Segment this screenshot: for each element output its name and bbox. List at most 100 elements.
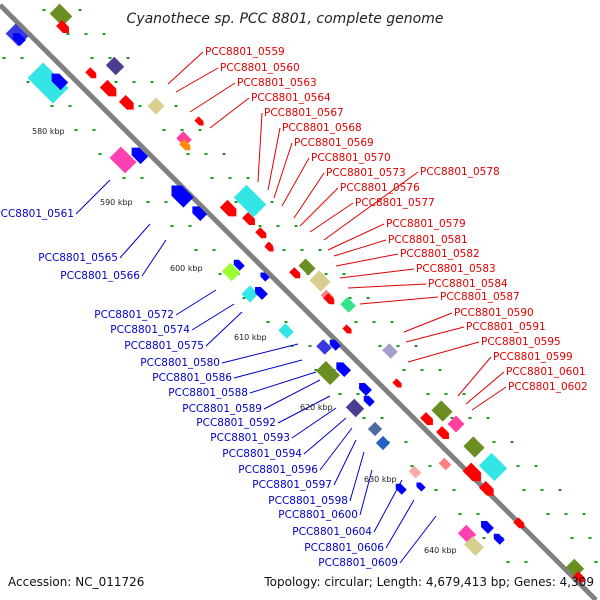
gene-box — [340, 297, 356, 313]
track-dot — [228, 177, 232, 179]
gene-box — [316, 339, 332, 355]
gene-box — [375, 435, 391, 451]
track-dot — [20, 57, 24, 59]
track-dot — [92, 129, 96, 131]
track-dot — [410, 465, 414, 467]
track-dot — [492, 441, 496, 443]
reverse-leader-line — [221, 343, 299, 364]
reverse-leader-line — [141, 239, 167, 277]
track-dot — [164, 201, 168, 203]
gene-features — [5, 3, 585, 583]
gene-box — [408, 465, 422, 479]
forward-leader-line — [257, 112, 263, 183]
track-dot — [284, 321, 288, 323]
forward-leader-line — [309, 202, 354, 233]
reverse-leader-line — [233, 359, 303, 379]
track-dot — [338, 393, 342, 395]
reverse-leader-line — [263, 379, 321, 410]
forward-leader-line — [405, 326, 465, 343]
track-dot — [506, 561, 510, 563]
reverse-leader-line — [319, 427, 353, 471]
track-dot — [122, 177, 126, 179]
track-dot — [180, 129, 184, 131]
track-dot — [468, 417, 472, 419]
scale-tick-label: 610 kbp — [234, 333, 267, 342]
forward-gene-label: PCC8801_0582 — [400, 248, 480, 260]
track-dot — [438, 369, 442, 371]
gene-box — [105, 56, 125, 76]
forward-leader-line — [267, 127, 281, 191]
track-dot — [428, 465, 432, 467]
track-dot — [78, 9, 82, 11]
track-dot — [270, 201, 274, 203]
forward-gene-arrow — [179, 139, 191, 151]
gene-box — [464, 536, 484, 556]
reverse-gene-label: PCC8801_0598 — [268, 495, 348, 507]
track-dot — [26, 81, 30, 83]
reverse-gene-label: PCC8801_0565 — [38, 252, 118, 264]
track-dot — [258, 225, 262, 227]
track-dot — [174, 105, 178, 107]
forward-leader-line — [333, 239, 387, 257]
track-dot — [348, 297, 352, 299]
gene-box — [109, 146, 137, 174]
forward-leader-line — [471, 386, 507, 411]
track-dot — [356, 393, 360, 395]
reverse-gene-label: PCC8801_0594 — [222, 448, 302, 460]
track-dot — [444, 393, 448, 395]
gene-box — [233, 184, 267, 218]
reverse-leader-line — [249, 371, 317, 394]
forward-gene-label: PCC8801_0583 — [416, 263, 496, 275]
track-dot — [162, 129, 166, 131]
track-dot — [534, 465, 538, 467]
track-dot — [102, 33, 106, 35]
forward-gene-label: PCC8801_0560 — [220, 62, 300, 74]
track-dot — [66, 33, 70, 35]
scale-tick-label: 600 kbp — [170, 264, 203, 273]
gene-box — [49, 3, 73, 27]
reverse-leader-line — [75, 179, 111, 215]
gene-box — [431, 400, 453, 422]
reverse-leader-line — [349, 451, 365, 502]
track-dot — [140, 177, 144, 179]
reverse-gene-label: PCC8801_0604 — [292, 526, 372, 538]
track-dot — [524, 561, 528, 563]
forward-gene-arrow — [478, 480, 494, 496]
track-dot — [366, 297, 370, 299]
forward-gene-label: PCC8801_0568 — [282, 122, 362, 134]
forward-gene-label: PCC8801_0569 — [294, 137, 374, 149]
forward-gene-arrow — [573, 571, 585, 583]
forward-gene-label: PCC8801_0573 — [326, 167, 406, 179]
track-dot — [234, 201, 238, 203]
forward-gene-arrow — [323, 293, 335, 305]
forward-leader-line — [465, 371, 505, 405]
track-dot — [308, 345, 312, 347]
track-dot — [546, 513, 550, 515]
forward-gene-label: PCC8801_0577 — [355, 197, 435, 209]
forward-leader-line — [209, 97, 250, 129]
forward-gene-arrow — [99, 79, 117, 97]
forward-leader-line — [347, 283, 427, 289]
track-dot — [242, 297, 246, 299]
reverse-gene-arrow — [171, 185, 194, 208]
forward-gene-label: PCC8801_0601 — [506, 366, 586, 378]
reverse-gene-label: PCC8801_0597 — [252, 479, 332, 491]
forward-gene-label: PCC8801_0579 — [386, 218, 466, 230]
track-dot — [458, 513, 462, 515]
reverse-gene-label: PCC8801_0589 — [182, 403, 262, 415]
map-title: Cyanothece sp. PCC 8801, complete genome — [127, 11, 444, 27]
forward-gene-label: PCC8801_0602 — [508, 381, 588, 393]
forward-gene-arrow — [255, 227, 267, 239]
forward-leader-line — [273, 142, 293, 199]
forward-gene-label: PCC8801_0564 — [251, 92, 331, 104]
forward-leader-line — [323, 171, 419, 241]
scale-tick-label: 620 kbp — [300, 403, 333, 412]
reverse-gene-label: PCC8801_0566 — [60, 270, 140, 282]
track-dot — [98, 153, 102, 155]
reverse-gene-arrow — [192, 206, 208, 222]
track-dot — [188, 225, 192, 227]
track-dot — [170, 225, 174, 227]
forward-gene-arrow — [436, 426, 449, 439]
reverse-gene-label: PCC8801_0574 — [110, 324, 190, 336]
gene-box — [447, 415, 465, 433]
